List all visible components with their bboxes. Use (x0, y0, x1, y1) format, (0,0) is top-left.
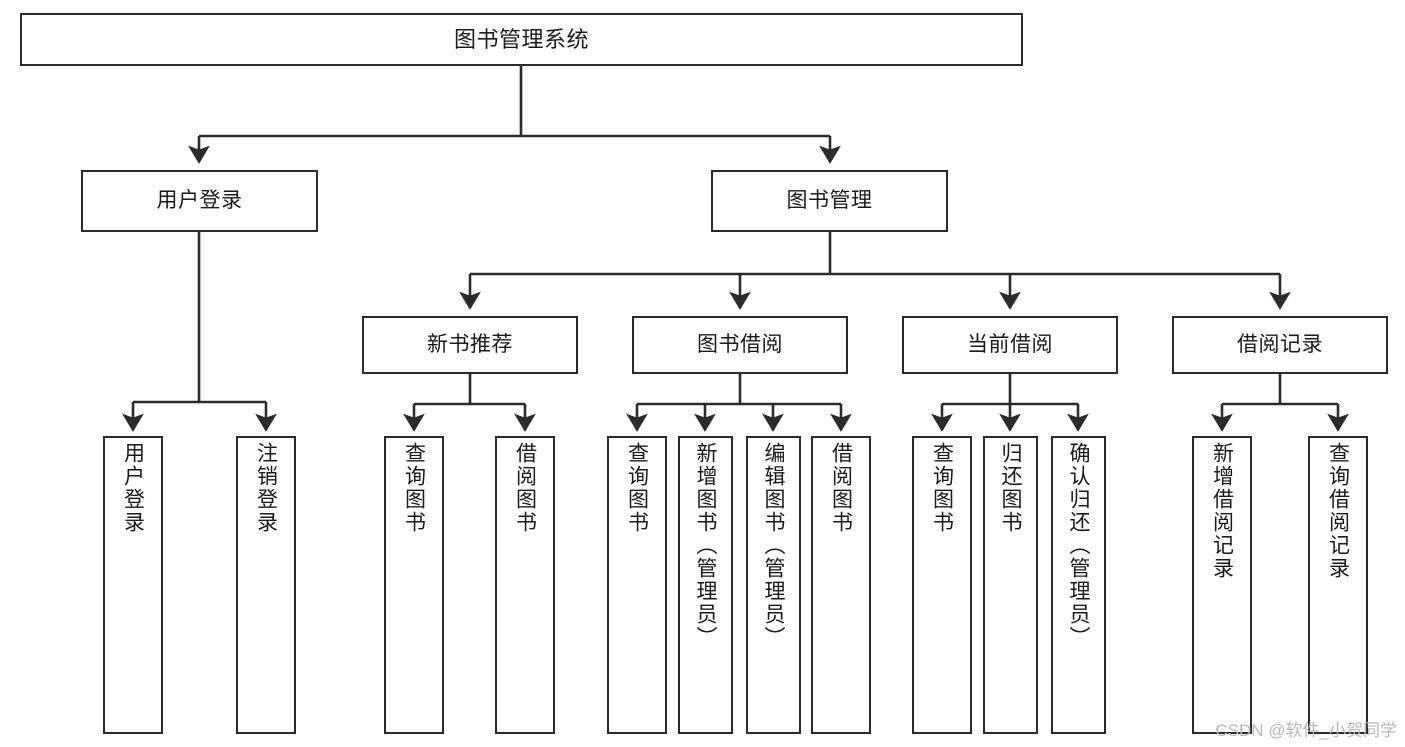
node-root-book-management-system[interactable]: 图书管理系统 (20, 13, 1023, 66)
leaf-add-book-admin[interactable]: 新增图书（管理员） (678, 436, 733, 734)
node-label: 图书借阅 (697, 332, 783, 356)
node-user-login[interactable]: 用户登录 (81, 170, 318, 232)
leaf-query-borrow-record[interactable]: 查询借阅记录 (1308, 436, 1368, 734)
node-label: 图书管理 (786, 188, 873, 212)
leaf-query-book-recommend[interactable]: 查询图书 (384, 436, 444, 734)
leaf-return-book[interactable]: 归还图书 (983, 436, 1038, 734)
node-label: 借阅图书 (513, 442, 537, 534)
node-label: 编辑图书（管理员） (762, 442, 785, 649)
node-new-book-recommend[interactable]: 新书推荐 (362, 316, 578, 374)
leaf-query-book-borrow[interactable]: 查询图书 (607, 436, 667, 734)
leaf-borrow-book-recommend[interactable]: 借阅图书 (495, 436, 555, 734)
node-label: 借阅记录 (1237, 332, 1323, 356)
node-book-management[interactable]: 图书管理 (711, 170, 948, 232)
leaf-confirm-return-admin[interactable]: 确认归还（管理员） (1051, 436, 1106, 734)
node-label: 归还图书 (999, 442, 1022, 534)
csdn-watermark: CSDN @软件_小贺同学 (1215, 721, 1397, 740)
leaf-logout-login[interactable]: 注销登录 (236, 436, 296, 734)
leaf-add-borrow-record[interactable]: 新增借阅记录 (1192, 436, 1252, 734)
node-borrow-record[interactable]: 借阅记录 (1172, 316, 1388, 374)
node-label: 新增借阅记录 (1210, 442, 1234, 580)
node-label: 新书推荐 (427, 332, 513, 356)
node-label: 查询图书 (930, 442, 954, 534)
node-current-borrow[interactable]: 当前借阅 (902, 316, 1118, 374)
node-label: 图书管理系统 (453, 26, 589, 52)
leaf-edit-book-admin[interactable]: 编辑图书（管理员） (746, 436, 801, 734)
node-label: 确认归还（管理员） (1067, 442, 1090, 649)
leaf-query-book-current[interactable]: 查询图书 (912, 436, 972, 734)
node-label: 用户登录 (121, 442, 145, 534)
leaf-borrow-book[interactable]: 借阅图书 (811, 436, 871, 734)
node-label: 当前借阅 (967, 332, 1053, 356)
node-label: 查询图书 (625, 442, 649, 534)
leaf-user-login[interactable]: 用户登录 (103, 436, 163, 734)
node-label: 用户登录 (156, 188, 243, 212)
node-label: 借阅图书 (829, 442, 853, 534)
node-label: 查询图书 (402, 442, 426, 534)
node-book-borrow[interactable]: 图书借阅 (632, 316, 848, 374)
node-label: 新增图书（管理员） (694, 442, 717, 649)
node-label: 查询借阅记录 (1326, 442, 1350, 580)
node-label: 注销登录 (254, 442, 278, 534)
